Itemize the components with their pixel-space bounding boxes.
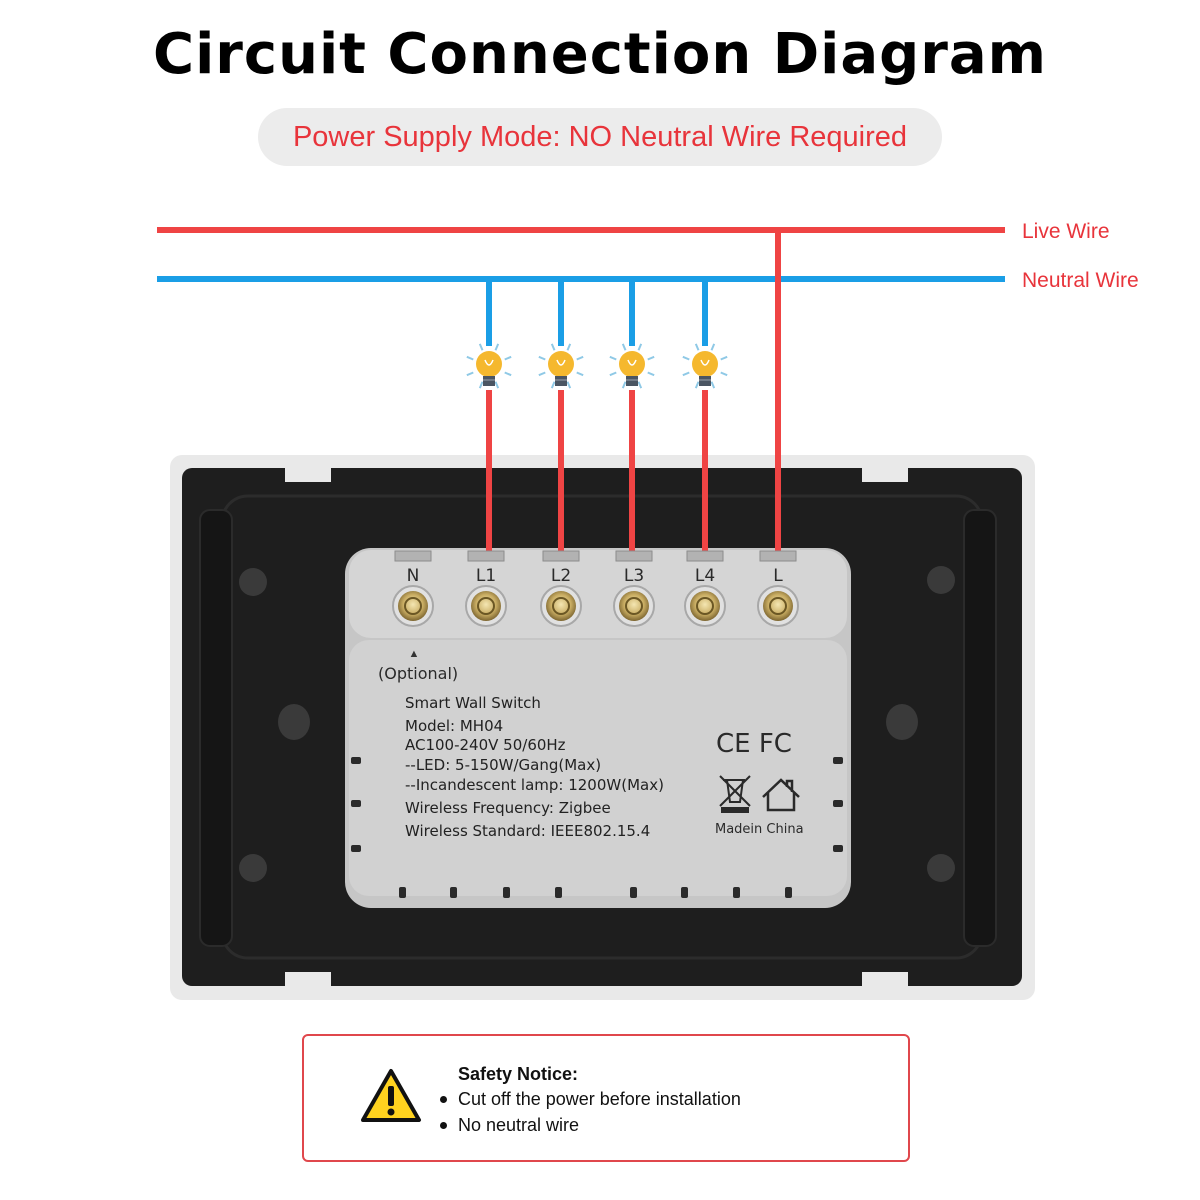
made-in-label: Madein China [715, 822, 804, 837]
mount-hole [927, 566, 955, 594]
light-bulb-icon [682, 343, 728, 389]
terminal-screw [619, 591, 649, 621]
house-icon [762, 778, 800, 812]
terminals-group: N L1 L2 L3 L4 L [392, 550, 799, 627]
clip-bottom-right [862, 972, 908, 986]
terminal-label: L3 [624, 566, 644, 586]
spec-line-product: Smart Wall Switch [405, 694, 541, 712]
terminal-l: L [757, 550, 799, 627]
terminal-l4: L4 [684, 550, 726, 627]
terminal-label: N [407, 566, 420, 586]
safety-notice: Safety Notice: Cut off the power before … [302, 1034, 910, 1162]
label-panel [349, 640, 847, 896]
safety-title: Safety Notice: [458, 1064, 579, 1084]
ce-fcc-marks: CE FC [716, 729, 792, 759]
plate-slot-right [963, 509, 997, 947]
terminal-l2: L2 [540, 550, 582, 627]
terminal-label: L1 [476, 566, 496, 586]
terminal-screw [690, 591, 720, 621]
light-bulb-icon [609, 343, 655, 389]
plate-slot-left [199, 509, 233, 947]
terminal-screw [398, 591, 428, 621]
warning-triangle-icon [361, 1069, 421, 1122]
terminal-l3: L3 [613, 550, 655, 627]
wires-group [157, 227, 1005, 556]
terminal-screw [471, 591, 501, 621]
spec-line-model: Model: MH04 [405, 717, 503, 735]
weee-bin-icon [719, 775, 751, 813]
spec-line-voltage: AC100-240V 50/60Hz [405, 736, 566, 754]
mount-hole [239, 568, 267, 596]
safety-item: Cut off the power before installation [438, 1086, 741, 1112]
terminal-label: L4 [695, 566, 715, 586]
mount-hole [239, 854, 267, 882]
spec-line-incandescent: --Incandescent lamp: 1200W(Max) [405, 776, 664, 794]
spec-line-led: --LED: 5-150W/Gang(Max) [405, 756, 601, 774]
safety-item: No neutral wire [438, 1112, 741, 1138]
clip-top-right [862, 468, 908, 482]
neutral-wire-label: Neutral Wire [1022, 269, 1139, 292]
clip-bottom-left [285, 972, 331, 986]
safety-list: Cut off the power before installation No… [438, 1086, 741, 1138]
power-mode-pill: Power Supply Mode: NO Neutral Wire Requi… [258, 108, 942, 166]
terminal-screw [763, 591, 793, 621]
light-bulb-icon [538, 343, 584, 389]
page-title: Circuit Connection Diagram [152, 22, 1048, 87]
terminal-screw [546, 591, 576, 621]
mount-hole [886, 704, 918, 740]
optional-arrow: ▲ [409, 648, 420, 660]
terminal-n: N [392, 550, 434, 627]
live-wire-label: Live Wire [1022, 220, 1110, 243]
terminal-label: L2 [551, 566, 571, 586]
power-mode-text: Power Supply Mode: NO Neutral Wire Requi… [292, 120, 908, 153]
terminal-label: L [773, 566, 783, 586]
spec-line-standard: Wireless Standard: IEEE802.15.4 [405, 822, 650, 840]
optional-note: (Optional) [378, 664, 458, 683]
mount-hole [278, 704, 310, 740]
lamps-group [466, 343, 728, 389]
terminal-l1: L1 [465, 550, 507, 627]
light-bulb-icon [466, 343, 512, 389]
spec-line-frequency: Wireless Frequency: Zigbee [405, 799, 611, 817]
mount-hole [927, 854, 955, 882]
clip-top-left [285, 468, 331, 482]
